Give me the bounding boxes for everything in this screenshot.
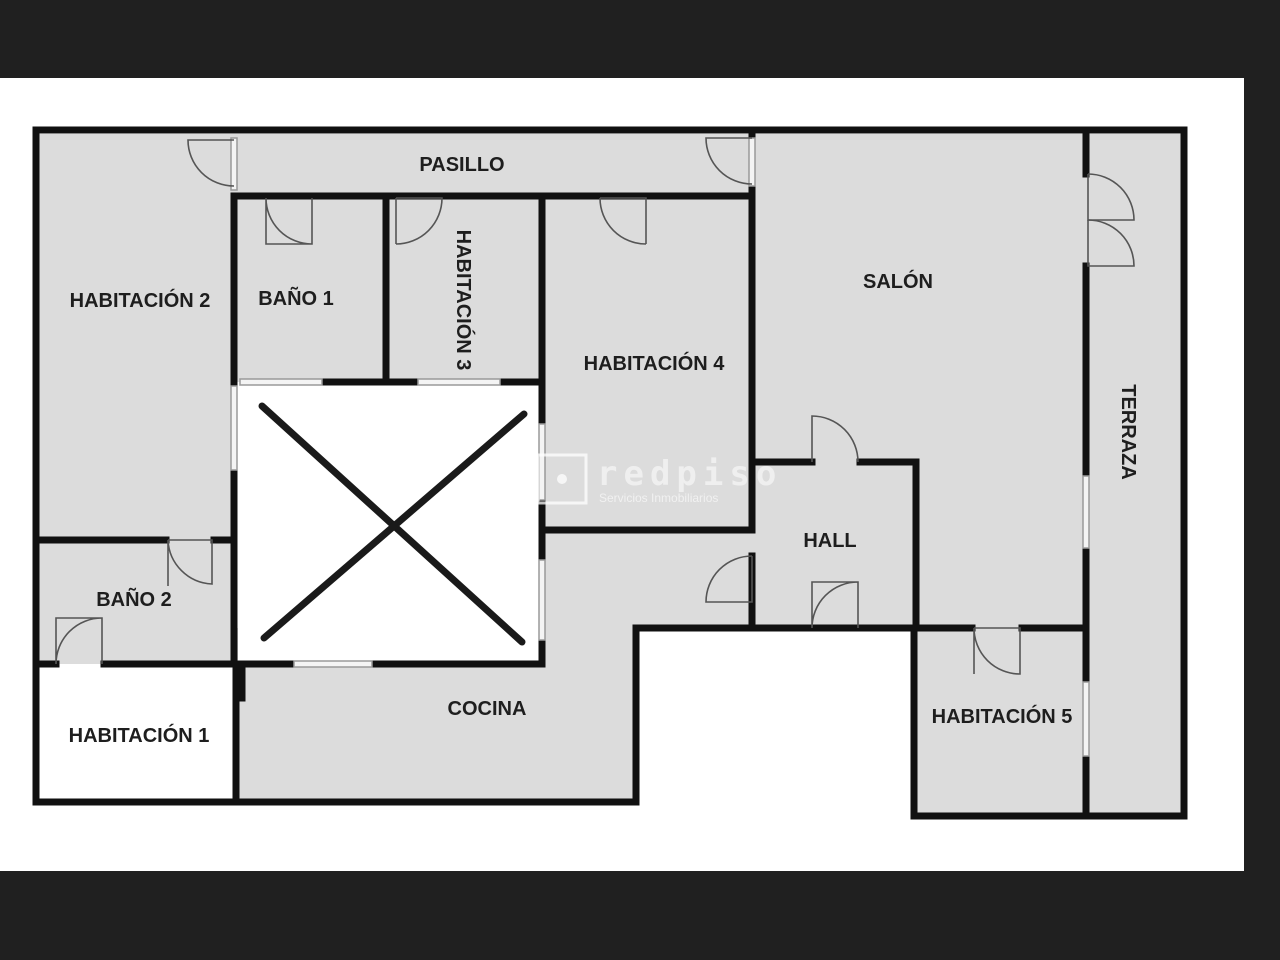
room-fill-terraza xyxy=(1086,134,1182,816)
door-pasillo-right xyxy=(705,137,753,185)
room-fill-cocina-mid xyxy=(234,664,636,800)
room-fills xyxy=(38,134,1182,816)
room-label-bano-2: BAÑO 2 xyxy=(96,588,172,611)
window-bano-1 xyxy=(239,378,323,386)
room-label-salon: SALÓN xyxy=(863,269,933,293)
door-bano-2 xyxy=(167,539,213,586)
window-pasillo-right xyxy=(748,137,756,187)
room-fill-bano-2 xyxy=(38,538,234,664)
doors xyxy=(55,137,1135,675)
room-fill-habitacion-2 xyxy=(38,134,234,538)
door-habitacion-1 xyxy=(55,617,103,665)
room-labels: PASILLO HABITACIÓN 2 BAÑO 1 HABITACIÓN 3… xyxy=(69,154,1139,747)
watermark-tagline: Servicios Inmobiliarios xyxy=(599,491,718,505)
watermark: redpiso Servicios Inmobiliarios xyxy=(536,453,782,505)
window-cocina-bottom xyxy=(293,660,373,668)
windows xyxy=(230,137,1090,757)
room-label-habitacion-2: HABITACIÓN 2 xyxy=(70,288,211,312)
door-bano-1 xyxy=(265,197,313,245)
room-label-habitacion-5: HABITACIÓN 5 xyxy=(932,704,1073,728)
room-fill-bano-1 xyxy=(234,198,386,382)
room-fill-salon-lower xyxy=(914,462,1086,628)
door-hall-bottom xyxy=(811,581,859,629)
room-fill-habitacion-3 xyxy=(386,198,542,382)
room-fill-pasillo xyxy=(234,134,752,198)
watermark-logo-dot xyxy=(557,474,567,484)
door-hall-top xyxy=(811,415,859,463)
door-habitacion-5 xyxy=(973,627,1021,675)
room-label-bano-1: BAÑO 1 xyxy=(258,287,334,310)
window-habitacion-3 xyxy=(417,378,501,386)
window-habitacion-2 xyxy=(230,385,238,471)
door-terraza-a xyxy=(1087,173,1135,221)
door-habitacion-4 xyxy=(599,197,647,245)
room-fill-cocina-top xyxy=(542,528,752,628)
room-label-pasillo: PASILLO xyxy=(419,154,504,176)
room-label-cocina: COCINA xyxy=(448,698,527,720)
window-pasillo-left xyxy=(230,137,238,191)
door-pasillo-left xyxy=(187,139,235,187)
room-fill-hall xyxy=(752,462,914,628)
patio-cross-line-b xyxy=(260,410,528,642)
door-cocina xyxy=(705,555,753,603)
room-label-habitacion-4: HABITACIÓN 4 xyxy=(584,351,726,375)
room-label-habitacion-1: HABITACIÓN 1 xyxy=(69,723,210,747)
window-habitacion-5-terraza xyxy=(1082,681,1090,757)
window-habitacion-4-patio xyxy=(538,423,546,501)
window-salon-terraza xyxy=(1082,475,1090,549)
door-habitacion-3 xyxy=(395,197,443,245)
room-label-habitacion-3: HABITACIÓN 3 xyxy=(452,230,476,371)
room-label-hall: HALL xyxy=(803,530,856,552)
patio-cross xyxy=(258,402,528,646)
room-fill-salon xyxy=(752,134,1086,462)
room-fill-habitacion-5 xyxy=(914,628,1086,816)
watermark-logo-box xyxy=(536,453,588,505)
room-fill-habitacion-1 xyxy=(38,664,234,800)
room-fill-habitacion-4 xyxy=(542,198,752,528)
door-terraza-b xyxy=(1087,219,1135,267)
room-label-terraza: TERRAZA xyxy=(1117,384,1139,480)
walls xyxy=(32,126,1188,820)
watermark-brand: redpiso xyxy=(597,454,782,494)
window-cocina-patio xyxy=(538,559,546,641)
